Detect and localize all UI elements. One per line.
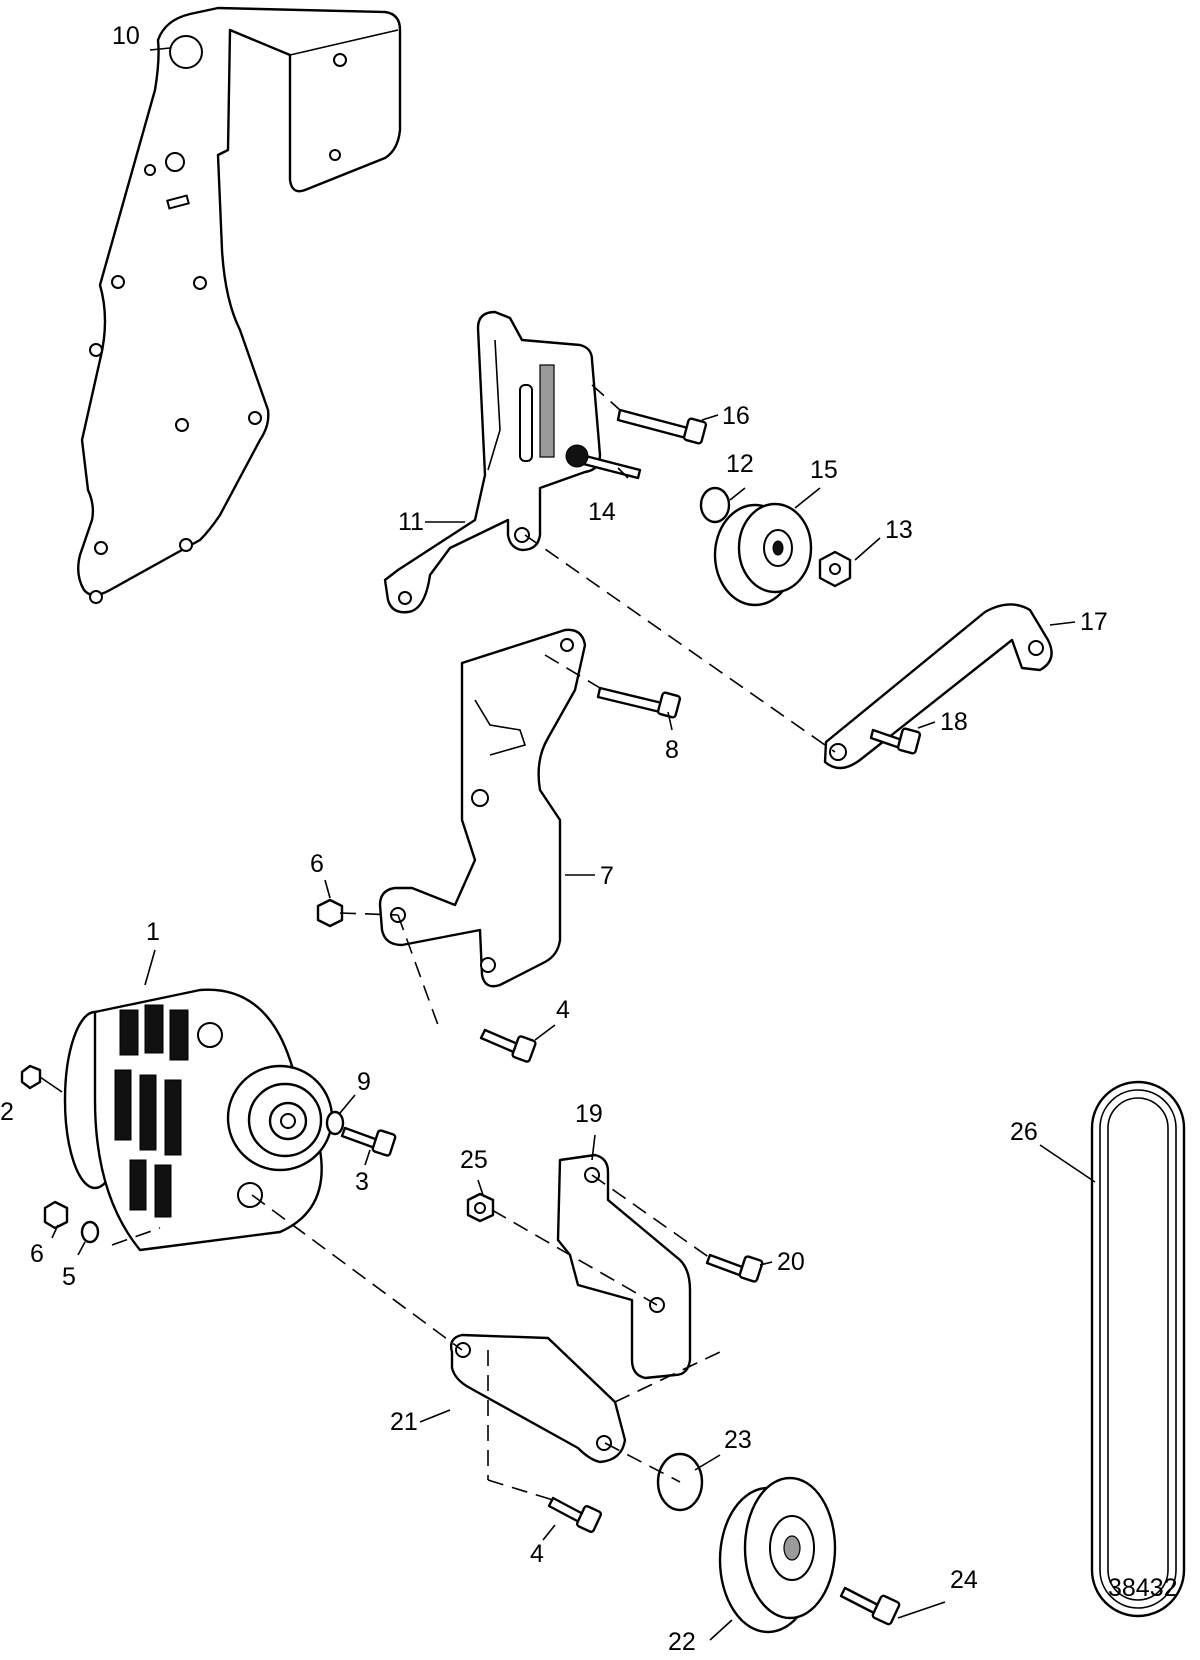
part-22-idler-pulley: [718, 1476, 837, 1634]
callout-labels: 10 11 16 14 12 15 13 17 18 8 7 6 1 4 9 2…: [0, 22, 1178, 1656]
callout-1: 1: [146, 918, 160, 946]
callout-10: 10: [112, 22, 140, 50]
callout-20: 20: [777, 1248, 805, 1276]
figure-number: 38432: [1108, 1574, 1178, 1602]
callout-4-top: 4: [556, 996, 570, 1024]
callout-13: 13: [885, 516, 913, 544]
callout-15: 15: [810, 456, 838, 484]
part-7-alternator-bracket: [378, 628, 587, 988]
callout-5: 5: [62, 1263, 76, 1291]
part-11-adjust-bracket: [383, 310, 602, 614]
part-19-bracket: [556, 1153, 692, 1380]
alternator-fins: [114, 1004, 189, 1218]
fasteners: [20, 408, 922, 1626]
callout-24: 24: [950, 1566, 978, 1594]
callout-14: 14: [588, 498, 616, 526]
callout-19: 19: [575, 1100, 603, 1128]
callout-6-bottom: 6: [30, 1240, 44, 1268]
callout-3: 3: [355, 1168, 369, 1196]
callout-7: 7: [600, 862, 614, 890]
part-10-mounting-plate: [77, 6, 402, 604]
callout-17: 17: [1080, 608, 1108, 636]
assembly-lines: [111, 384, 836, 1501]
part-1-alternator: [63, 988, 334, 1252]
callout-25: 25: [460, 1146, 488, 1174]
part-17-link: [823, 603, 1053, 770]
callout-23: 23: [724, 1426, 752, 1454]
callout-9: 9: [357, 1068, 371, 1096]
leader-lines: [51, 47, 1096, 1641]
callout-8: 8: [665, 736, 679, 764]
callout-21: 21: [390, 1408, 418, 1436]
callout-11: 11: [398, 508, 424, 536]
part-26-belt: [1090, 1080, 1186, 1618]
part-21-plate: [449, 1333, 627, 1464]
part-15-pulley: [713, 502, 813, 607]
callout-26: 26: [1010, 1118, 1038, 1146]
callout-6-top: 6: [310, 850, 324, 878]
callout-22: 22: [668, 1628, 696, 1655]
callout-12: 12: [726, 450, 754, 478]
callout-2: 2: [0, 1098, 14, 1126]
callout-4-bottom: 4: [530, 1540, 544, 1568]
callout-16: 16: [722, 402, 750, 430]
callout-18: 18: [940, 708, 968, 736]
